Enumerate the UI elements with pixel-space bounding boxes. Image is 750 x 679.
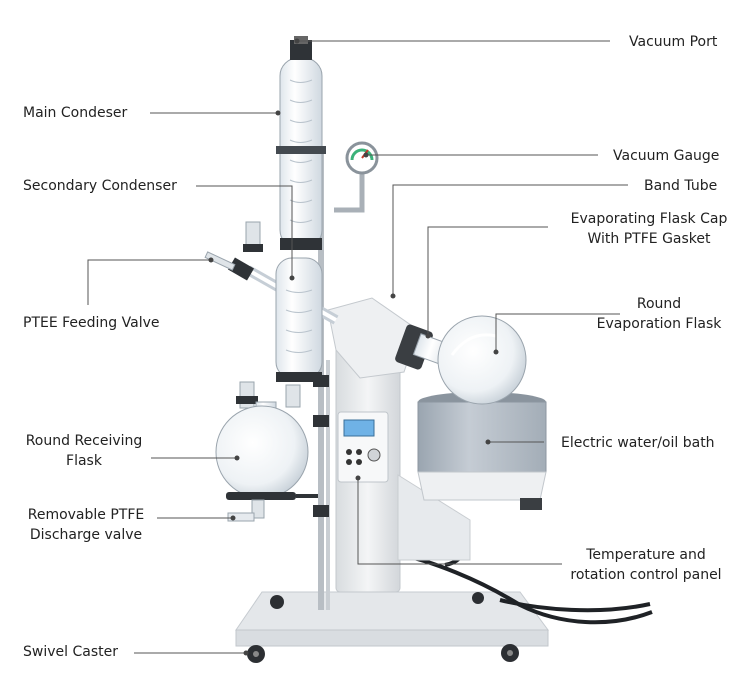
label-swivel-caster: Swivel Caster [23,644,118,660]
control-panel [337,411,389,483]
label-main-condenser: Main Condeser [23,105,128,121]
label-evaporating-flask-cap-line1: Evaporating Flask Cap [570,211,728,227]
label-discharge-valve: Removable PTFE Discharge valve [18,505,154,545]
label-evaporating-flask-cap: Evaporating Flask Cap With PTFE Gasket [554,209,744,249]
label-heating-bath: Electric water/oil bath [561,435,715,451]
heating-bath [417,392,547,510]
label-round-evaporation-flask: Round Evaporation Flask [584,294,734,334]
main-condenser [276,36,326,250]
label-feeding-valve: PTEE Feeding Valve [23,315,160,331]
receiving-flask [215,381,318,522]
feeding-valve [243,221,263,252]
label-discharge-valve-line1: Removable PTFE [27,507,145,523]
label-round-evaporation-flask-line1: Round [636,296,682,312]
label-control-panel-line1: Temperature and [586,547,706,563]
control-knob-icon [367,448,381,462]
base [235,591,549,647]
label-evaporating-flask-cap-line2: With PTFE Gasket [587,231,711,247]
secondary-condenser [275,257,323,408]
label-receiving-flask: Round Receiving Flask [18,431,150,471]
label-receiving-flask-line2: Flask [66,453,102,469]
label-round-evaporation-flask-line2: Evaporation Flask [596,316,722,332]
leader-lines [87,40,628,654]
evaporating-flask [412,315,527,405]
label-band-tube: Band Tube [644,178,718,194]
label-control-panel-line2: rotation control panel [570,567,722,583]
label-control-panel: Temperature and rotation control panel [560,545,732,585]
label-discharge-valve-line2: Discharge valve [29,527,143,543]
label-receiving-flask-line1: Round Receiving [25,433,143,449]
leader-dots [208,38,499,656]
label-secondary-condenser: Secondary Condenser [23,178,177,194]
vacuum-gauge-icon [334,141,379,213]
label-vacuum-port: Vacuum Port [629,34,718,50]
label-vacuum-gauge: Vacuum Gauge [613,148,720,164]
caster-wheel-icon [247,592,519,663]
